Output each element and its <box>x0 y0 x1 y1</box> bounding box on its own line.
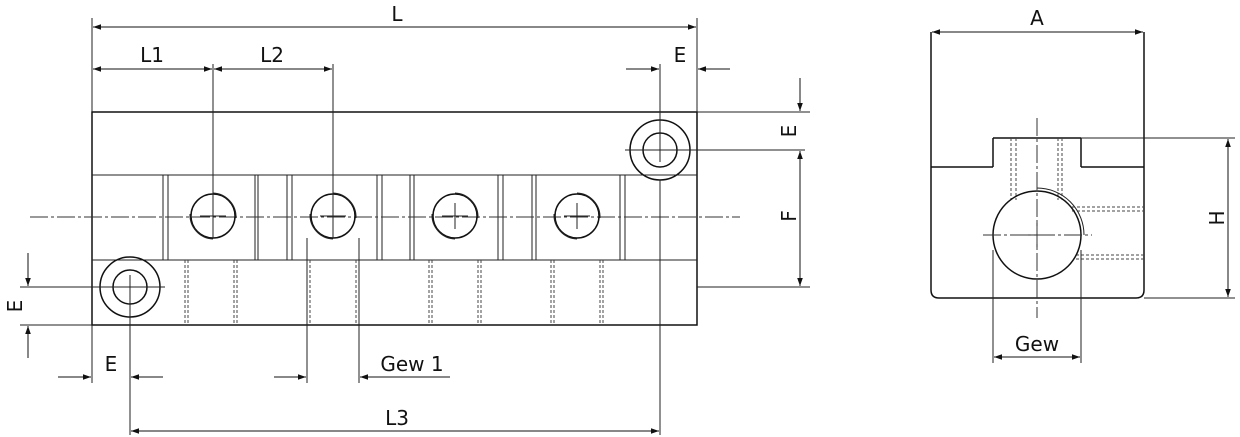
dim-label-F: F <box>777 210 801 222</box>
dim-label-H: H <box>1205 210 1229 225</box>
dim-label-E-bottom: E <box>105 352 118 376</box>
front-body-outline <box>91 111 698 326</box>
dim-label-L1: L1 <box>140 43 164 67</box>
dim-label-L3: L3 <box>385 406 409 430</box>
dim-label-E-left: E <box>3 300 27 313</box>
side-view: A H Gew <box>930 6 1235 363</box>
mounting-hole-top-right <box>625 64 805 181</box>
shaft-hole-3 <box>431 192 479 240</box>
mounting-hole-bottom-left <box>20 256 165 435</box>
dim-label-Gew1: Gew 1 <box>380 352 443 376</box>
shaft-hole-4 <box>553 192 601 240</box>
side-shaft-hole <box>992 187 1085 280</box>
dim-label-E-top: E <box>674 43 687 67</box>
dim-label-L2: L2 <box>260 43 284 67</box>
hidden-screw-holes <box>184 260 604 325</box>
dim-label-E-right: E <box>777 125 801 138</box>
dim-label-A: A <box>1030 6 1044 30</box>
dim-label-L: L <box>391 2 403 26</box>
front-view: L L1 L2 E E F E E Gew 1 <box>3 2 810 435</box>
dim-label-Gew: Gew <box>1015 332 1059 356</box>
